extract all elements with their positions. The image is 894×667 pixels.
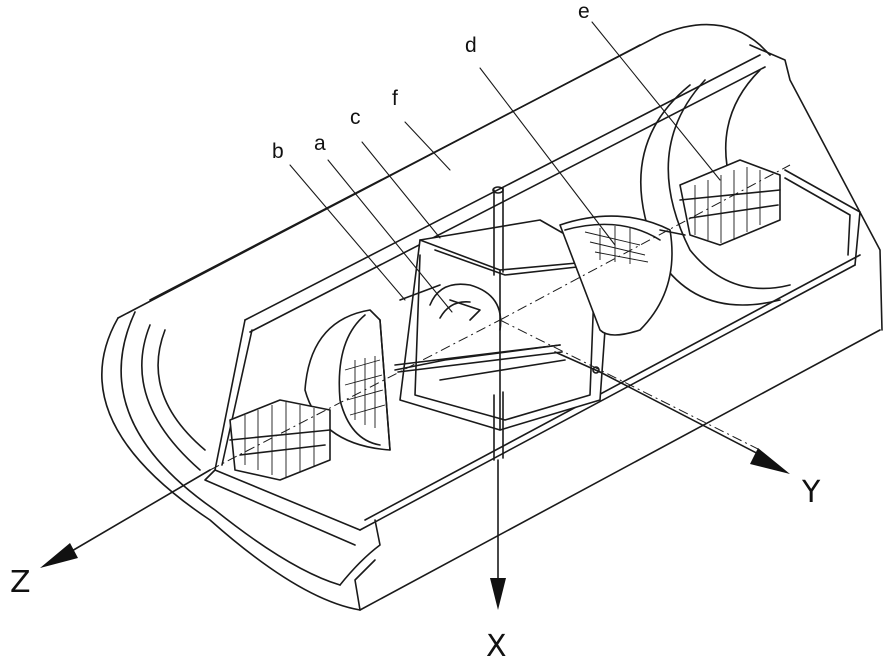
right-comb-assembly-e	[680, 160, 780, 245]
label-a: a	[314, 132, 326, 155]
axis-y: Y	[600, 372, 821, 510]
label-d: d	[465, 34, 477, 57]
x-axis-arrowhead	[490, 578, 506, 610]
axis-z: Z	[10, 470, 210, 600]
leader-a	[328, 160, 452, 312]
z-axis-arrowhead	[40, 543, 78, 568]
z-axis-label: Z	[10, 565, 31, 600]
leader-f	[405, 122, 450, 170]
leader-d	[480, 68, 615, 245]
left-comb-assembly	[230, 400, 330, 480]
label-c: c	[350, 106, 361, 129]
y-axis-label: Y	[801, 475, 821, 510]
label-e: e	[578, 0, 590, 23]
x-axis-label: X	[486, 629, 507, 664]
leader-e	[592, 22, 720, 180]
label-f: f	[392, 87, 398, 110]
axis-x: X	[486, 460, 507, 664]
part-labels: b a c f d e	[272, 0, 590, 163]
label-b: b	[272, 140, 284, 163]
